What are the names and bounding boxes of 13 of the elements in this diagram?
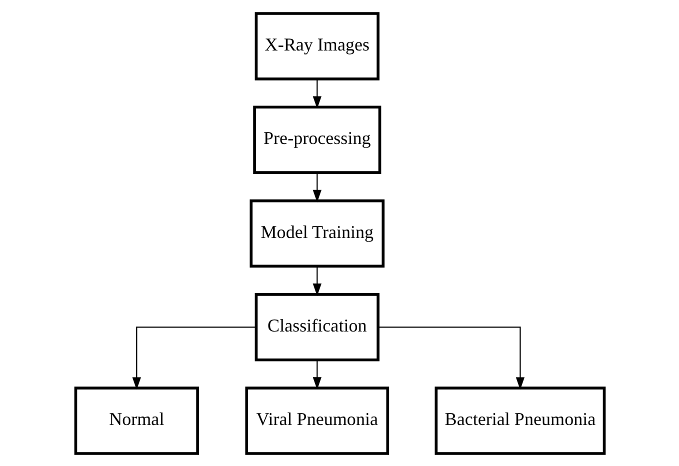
node-box: Pre-processing [252,105,381,174]
node-box: Model Training [249,198,384,268]
node-box: Normal [74,386,198,454]
node-box: Bacterial Pneumonia [434,386,606,454]
node-box: Viral Pneumonia [244,386,389,454]
arrow [132,326,256,390]
arrow [378,326,524,390]
arrow [312,266,321,296]
arrow [312,172,321,202]
arrow [312,78,321,108]
node-box: Classification [254,292,379,361]
node-box: X-Ray Images [254,12,379,80]
arrow [312,359,321,390]
